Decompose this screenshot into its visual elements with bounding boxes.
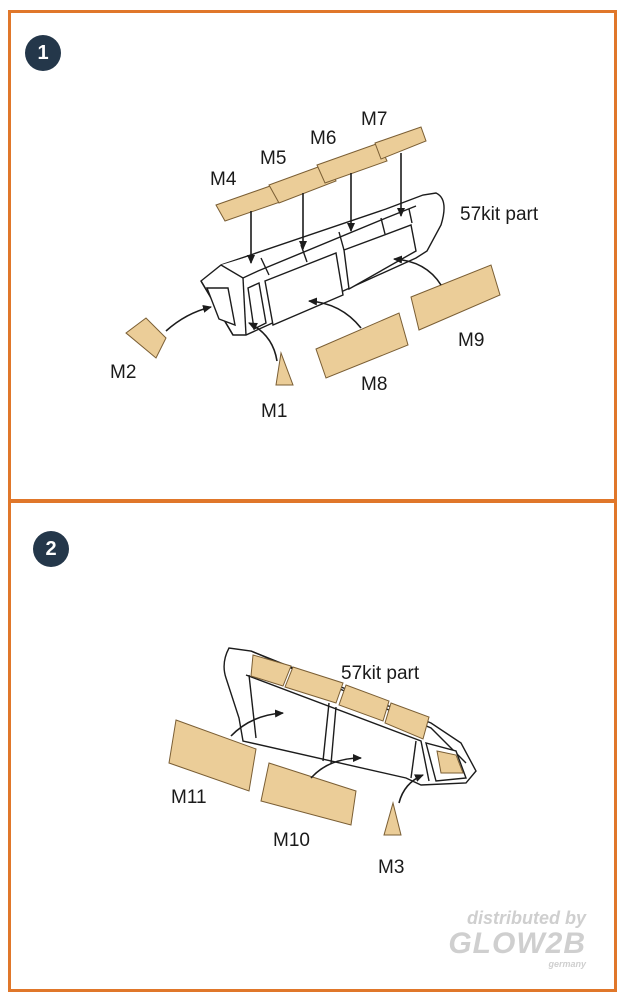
canopy-top-mask-d [384,702,430,740]
mask-m5 [268,162,337,204]
mask-m6 [316,142,388,184]
label-m1: M1 [261,401,287,422]
label-m4: M4 [210,169,237,190]
step-1-panel: 1 [8,10,617,502]
watermark-logo: GLOW2B [448,927,586,960]
step-2-badge: 2 [33,531,69,567]
label-m9: M9 [458,330,484,351]
distributor-watermark: distributed by GLOW2B germany [448,908,586,969]
label-m6: M6 [310,128,336,149]
label-m10: M10 [273,830,310,851]
mask-m3 [383,801,402,836]
label-m7: M7 [361,109,387,130]
label-m2: M2 [110,362,136,383]
step-2-arrows [230,709,424,804]
canopy-top-mask-a [250,654,292,687]
watermark-line-3: germany [548,959,586,969]
canopy-top-mask-b [284,666,344,704]
canopy-top-mask-c [338,684,390,722]
canopy-frame [200,192,445,336]
step-2-panel: 2 [8,500,617,992]
step-1-arrows [165,153,442,362]
label-m3: M3 [378,857,404,878]
step-2-diagram: 57kit part M11 M10 M3 [168,647,477,878]
mask-m7 [374,126,427,160]
label-m8: M8 [361,374,387,395]
mask-m10 [260,762,357,826]
step-1-diagram: M4 M5 M6 M7 57kit part M2 M1 M8 M9 [110,109,539,422]
kit-part-label-2: 57kit part [341,663,420,684]
watermark-line-1: distributed by [466,908,586,928]
mask-m9 [410,264,501,331]
kit-part-label-1: 57kit part [460,204,539,225]
mask-m2 [125,317,167,359]
label-m11: M11 [171,787,207,808]
mask-m1 [275,351,294,386]
mask-m8 [315,312,409,379]
step-1-badge: 1 [25,35,61,71]
label-m5: M5 [260,148,286,169]
canopy-side-mask [436,750,464,774]
mask-m11 [168,719,257,792]
